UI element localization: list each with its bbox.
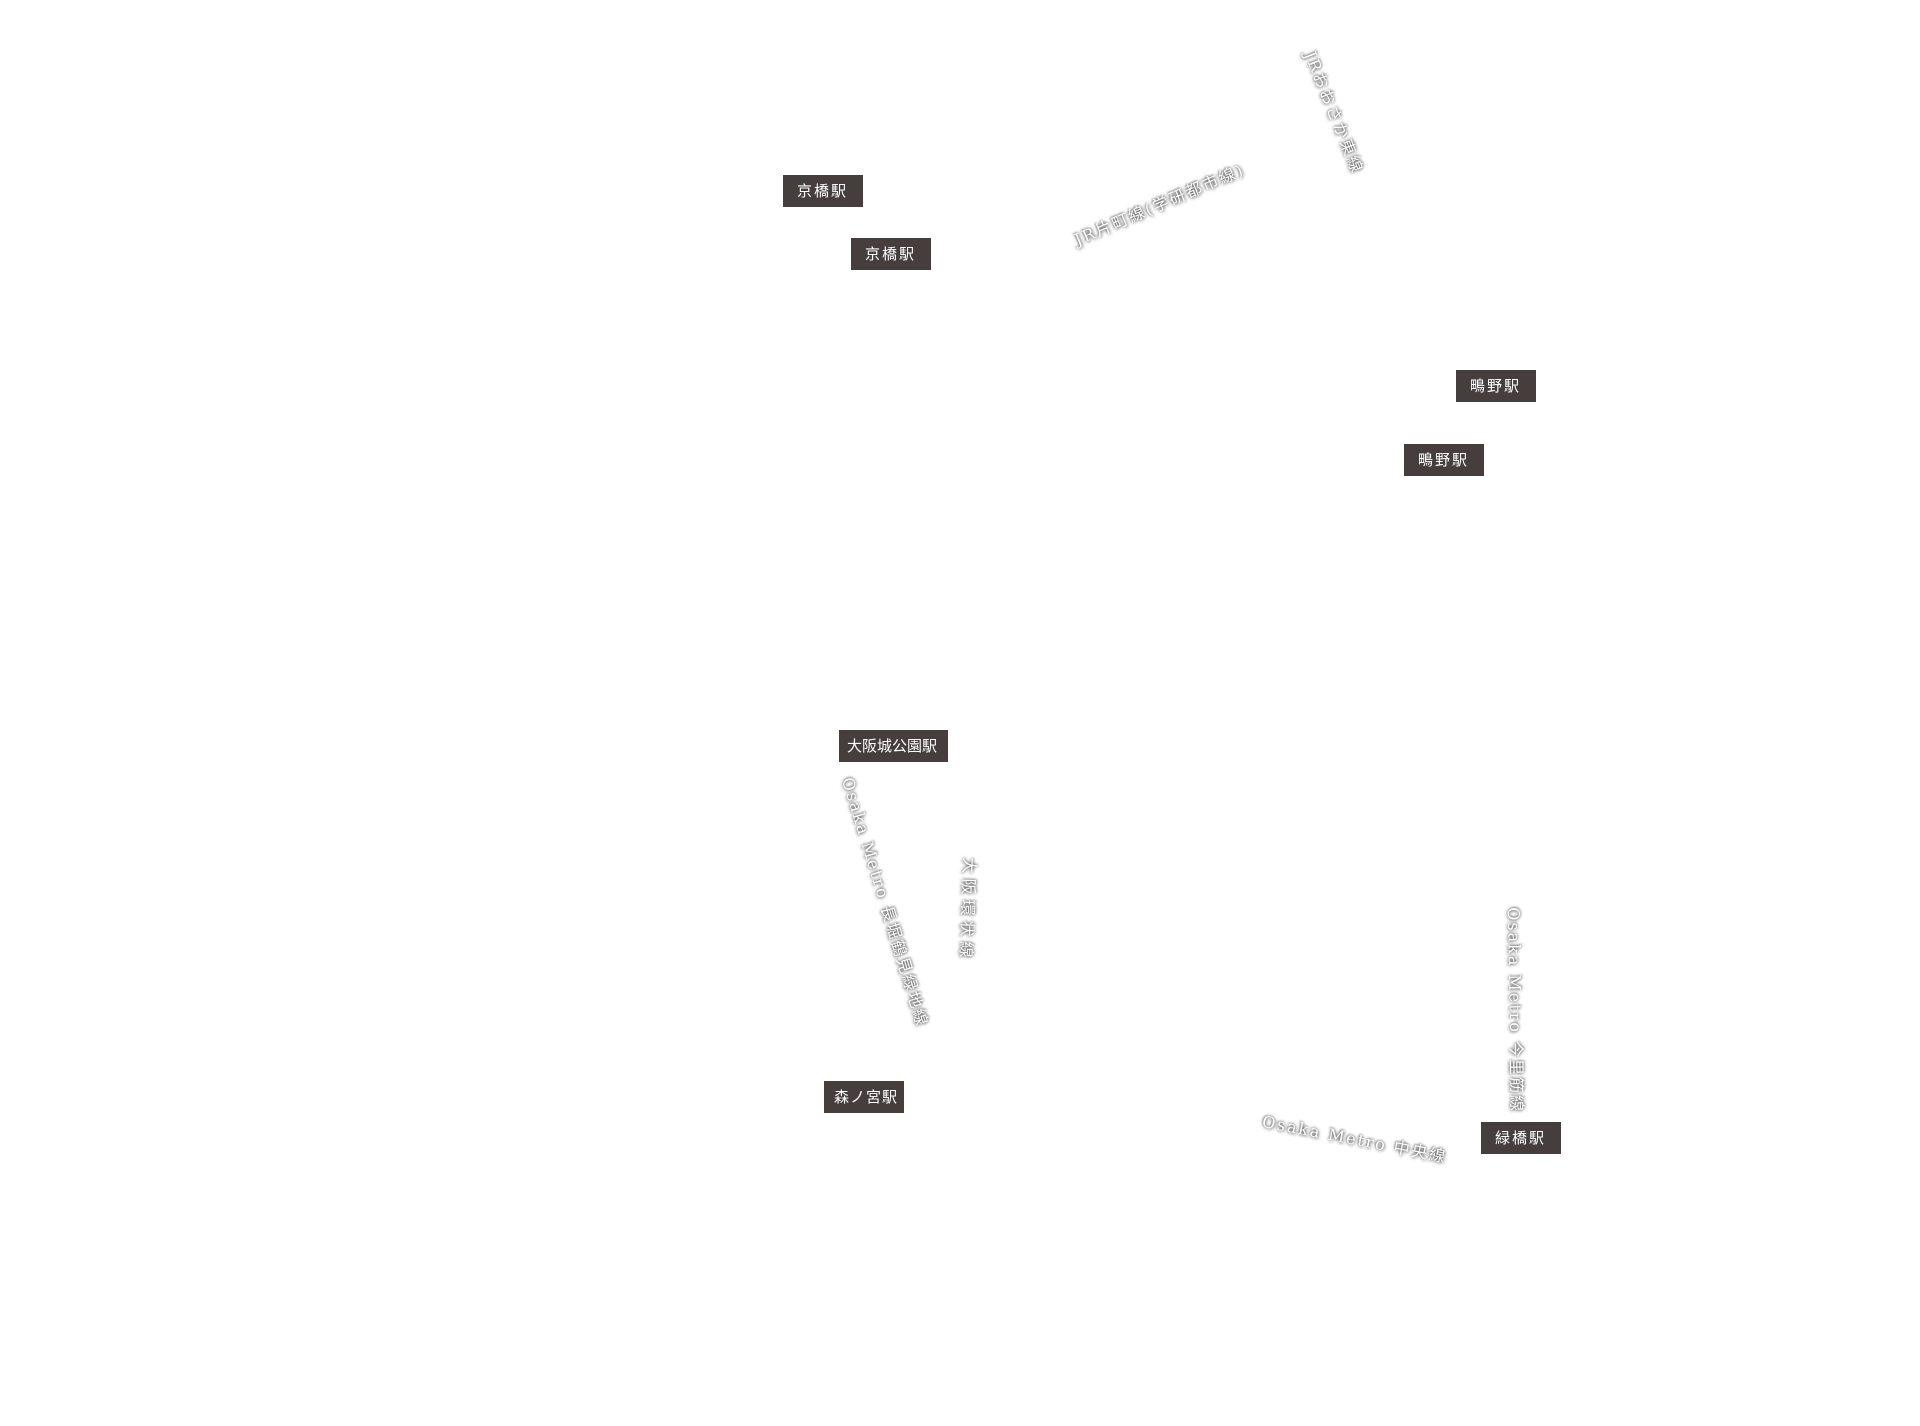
- line-label-jr-osaka-higashi: JRおおさか東線: [1300, 48, 1368, 177]
- station-label-kyobashi[interactable]: 京橋駅: [783, 175, 863, 207]
- station-label-morinomiya[interactable]: 森ノ宮駅: [824, 1081, 904, 1113]
- line-label-chuo: Osaka Metro 中央線: [1260, 1111, 1449, 1167]
- station-label-midoribashi[interactable]: 緑橋駅: [1481, 1122, 1561, 1154]
- line-label-imazatosuji: Osaka Metro 今里筋線: [1504, 907, 1527, 1114]
- station-label-shigino[interactable]: 鴫野駅: [1404, 444, 1484, 476]
- line-label-jr-katamachi: JR片町線(学研都市線): [1071, 160, 1248, 250]
- line-label-nagahori-tsurumi-ryokuchi: Osaka Metro 長堀鶴見緑地線: [838, 775, 933, 1030]
- station-label-osakajokoen[interactable]: 大阪城公園駅: [839, 730, 948, 762]
- station-label-kyobashi[interactable]: 京橋駅: [851, 238, 931, 270]
- line-label-osaka-loop: 大阪環状線: [956, 857, 980, 963]
- station-label-shigino[interactable]: 鴫野駅: [1456, 370, 1536, 402]
